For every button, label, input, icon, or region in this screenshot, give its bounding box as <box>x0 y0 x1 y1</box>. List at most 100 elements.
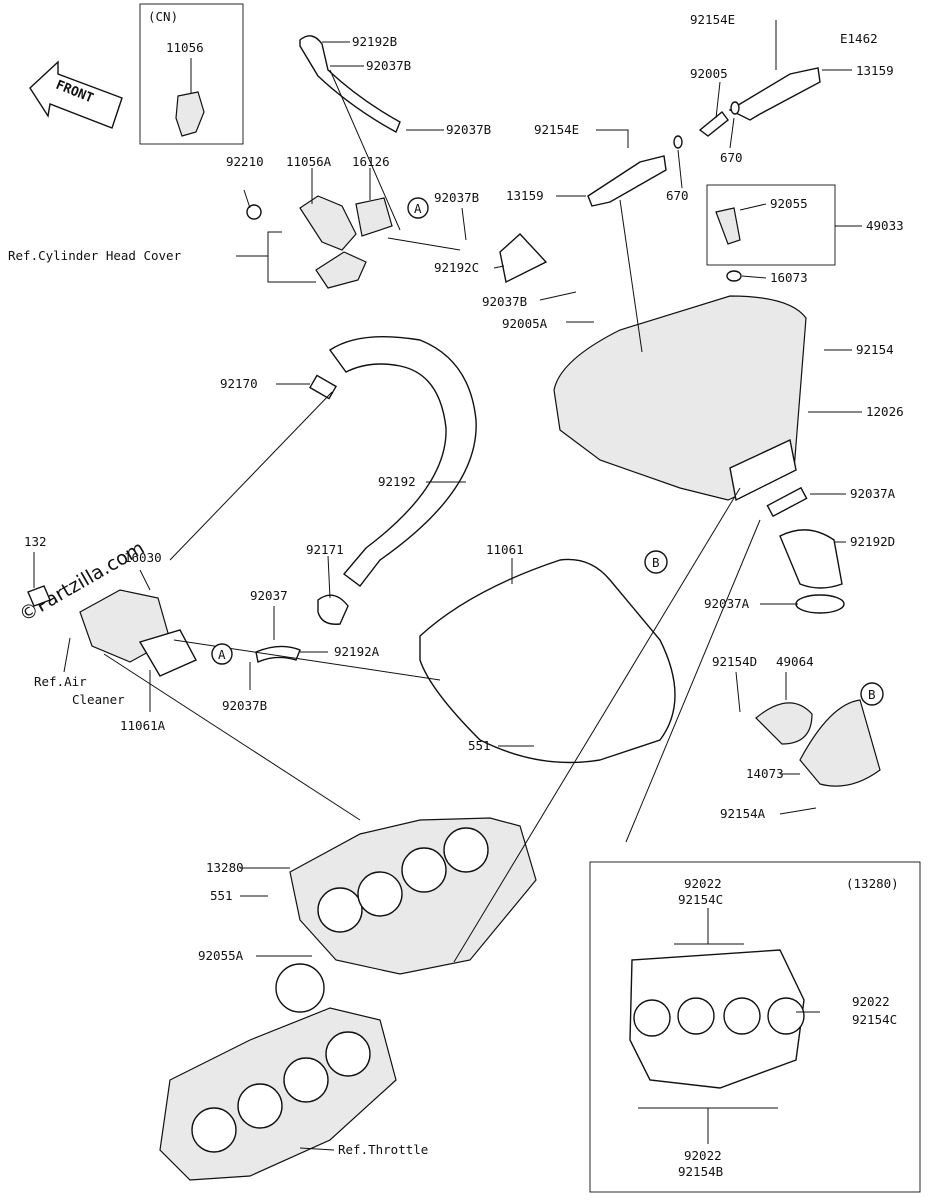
hose-92192a-icon <box>255 645 301 663</box>
air-cleaner-housing-12026-icon <box>553 295 807 501</box>
callout-92037b-4: 92037B <box>482 294 527 309</box>
inset-bore-4-icon <box>767 997 805 1035</box>
callout-92154c-top: 92154C <box>678 892 723 907</box>
callout-13159-2: 13159 <box>506 188 544 203</box>
pipe-92170-icon <box>309 374 337 400</box>
inset-13280-label: (13280) <box>846 876 899 891</box>
cover-13159-upper-icon <box>728 67 821 121</box>
inset-bore-2-icon <box>677 997 715 1035</box>
throttle-bore-1-icon <box>191 1107 237 1153</box>
callout-92037b-5: 92037B <box>222 698 267 713</box>
marker-a-left <box>211 643 233 665</box>
inset-bore-1-icon <box>633 999 671 1037</box>
cover-13159-lower-icon <box>587 155 667 207</box>
callout-92005: 92005 <box>690 66 728 81</box>
callout-labels: 11056 92192B 92037B 92037B 92210 11056A … <box>8 12 904 1179</box>
cylinder-head-valve-icon <box>315 251 367 289</box>
hose-92192b-icon <box>299 35 401 133</box>
inset-box-13280 <box>589 861 921 1193</box>
hose-92192c-icon <box>499 233 548 284</box>
callout-13280: 13280 <box>206 860 244 875</box>
callout-49064: 49064 <box>776 654 814 669</box>
callout-12026: 12026 <box>866 404 904 419</box>
callout-11061: 11061 <box>486 542 524 557</box>
callout-92037a-2: 92037A <box>704 596 750 611</box>
callout-92037b-2: 92037B <box>446 122 491 137</box>
duct-92192d-icon <box>779 529 843 589</box>
callout-cleaner: Cleaner <box>72 692 125 707</box>
callout-16126: 16126 <box>352 154 390 169</box>
bracket-11056a-icon <box>299 195 357 251</box>
callout-92037: 92037 <box>250 588 288 603</box>
callout-92154b-bottom: 92154B <box>678 1164 723 1179</box>
bore-4-icon <box>443 827 489 873</box>
clamp-92171-icon <box>317 594 349 625</box>
marker-a-top <box>407 197 429 219</box>
circle-markers: A A B B <box>211 197 884 706</box>
callout-92154c-right: 92154C <box>852 1012 897 1027</box>
callout-92022-bottom: 92022 <box>684 1148 722 1163</box>
bore-3-icon <box>401 847 447 893</box>
valve-16126-icon <box>355 197 393 237</box>
callout-92192c: 92192C <box>434 260 479 275</box>
sensor-49033-icon <box>715 207 741 245</box>
callout-ref-air: Ref.Air <box>34 674 87 689</box>
callout-11056a: 11056A <box>286 154 332 169</box>
hose-92192-icon <box>329 336 477 587</box>
callout-92154e-1: 92154E <box>690 12 735 27</box>
inset-box-cn <box>139 3 244 145</box>
marker-a-left-label: A <box>218 647 226 662</box>
marker-b-housing <box>644 550 668 574</box>
oring-670-upper-icon <box>730 101 740 115</box>
callout-92037b-3: 92037B <box>434 190 479 205</box>
bore-2-icon <box>357 871 403 917</box>
oring-670-lower-icon <box>673 135 683 149</box>
bolt-132-icon <box>27 585 51 607</box>
callout-92005a: 92005A <box>502 316 548 331</box>
callout-670-2: 670 <box>666 188 689 203</box>
oring-92055a-icon <box>275 963 325 1013</box>
marker-b-cover <box>860 682 884 706</box>
seal-16073-icon <box>726 270 742 282</box>
callout-92170: 92170 <box>220 376 258 391</box>
callout-49033: 49033 <box>866 218 904 233</box>
valve-92005-icon <box>698 110 729 137</box>
callout-92037b-1: 92037B <box>366 58 411 73</box>
callout-92154a: 92154A <box>720 806 766 821</box>
callout-11056: 11056 <box>166 40 204 55</box>
callout-92154: 92154 <box>856 342 894 357</box>
air-cleaner-outlet-icon <box>729 438 797 502</box>
callout-ref-cylinder-head-cover: Ref.Cylinder Head Cover <box>8 248 182 263</box>
inset-cylinder-head-icon <box>629 949 805 1089</box>
bore-1-icon <box>317 887 363 933</box>
cover-14073-icon <box>799 699 881 787</box>
marker-a-top-label: A <box>414 201 422 216</box>
inset-cn-label: (CN) <box>148 9 178 24</box>
callout-92154d: 92154D <box>712 654 757 669</box>
washer-92210-icon <box>246 204 262 220</box>
callout-92055a: 92055A <box>198 948 244 963</box>
throttle-bore-2-icon <box>237 1083 283 1129</box>
callout-92037a-1: 92037A <box>850 486 896 501</box>
marker-b-housing-label: B <box>652 555 660 570</box>
callout-16073: 16073 <box>770 270 808 285</box>
bracket-11056-icon <box>175 91 205 137</box>
callout-92192: 92192 <box>378 474 416 489</box>
callout-92154e-2: 92154E <box>534 122 579 137</box>
bracket-box-49033 <box>706 184 836 266</box>
leader-lines <box>33 20 862 1151</box>
callout-ref-throttle: Ref.Throttle <box>338 1142 428 1157</box>
front-arrow-icon: FRONT <box>29 60 123 129</box>
callout-92022-right: 92022 <box>852 994 890 1009</box>
callout-132: 132 <box>24 534 47 549</box>
callout-92055: 92055 <box>770 196 808 211</box>
callout-670-1: 670 <box>720 150 743 165</box>
callout-92192a: 92192A <box>334 644 380 659</box>
callout-16030: 16030 <box>124 550 162 565</box>
callout-13159-1: 13159 <box>856 63 894 78</box>
callout-92192b: 92192B <box>352 34 397 49</box>
callout-551-1: 551 <box>468 738 491 753</box>
throttle-bore-4-icon <box>325 1031 371 1077</box>
callout-92210: 92210 <box>226 154 264 169</box>
